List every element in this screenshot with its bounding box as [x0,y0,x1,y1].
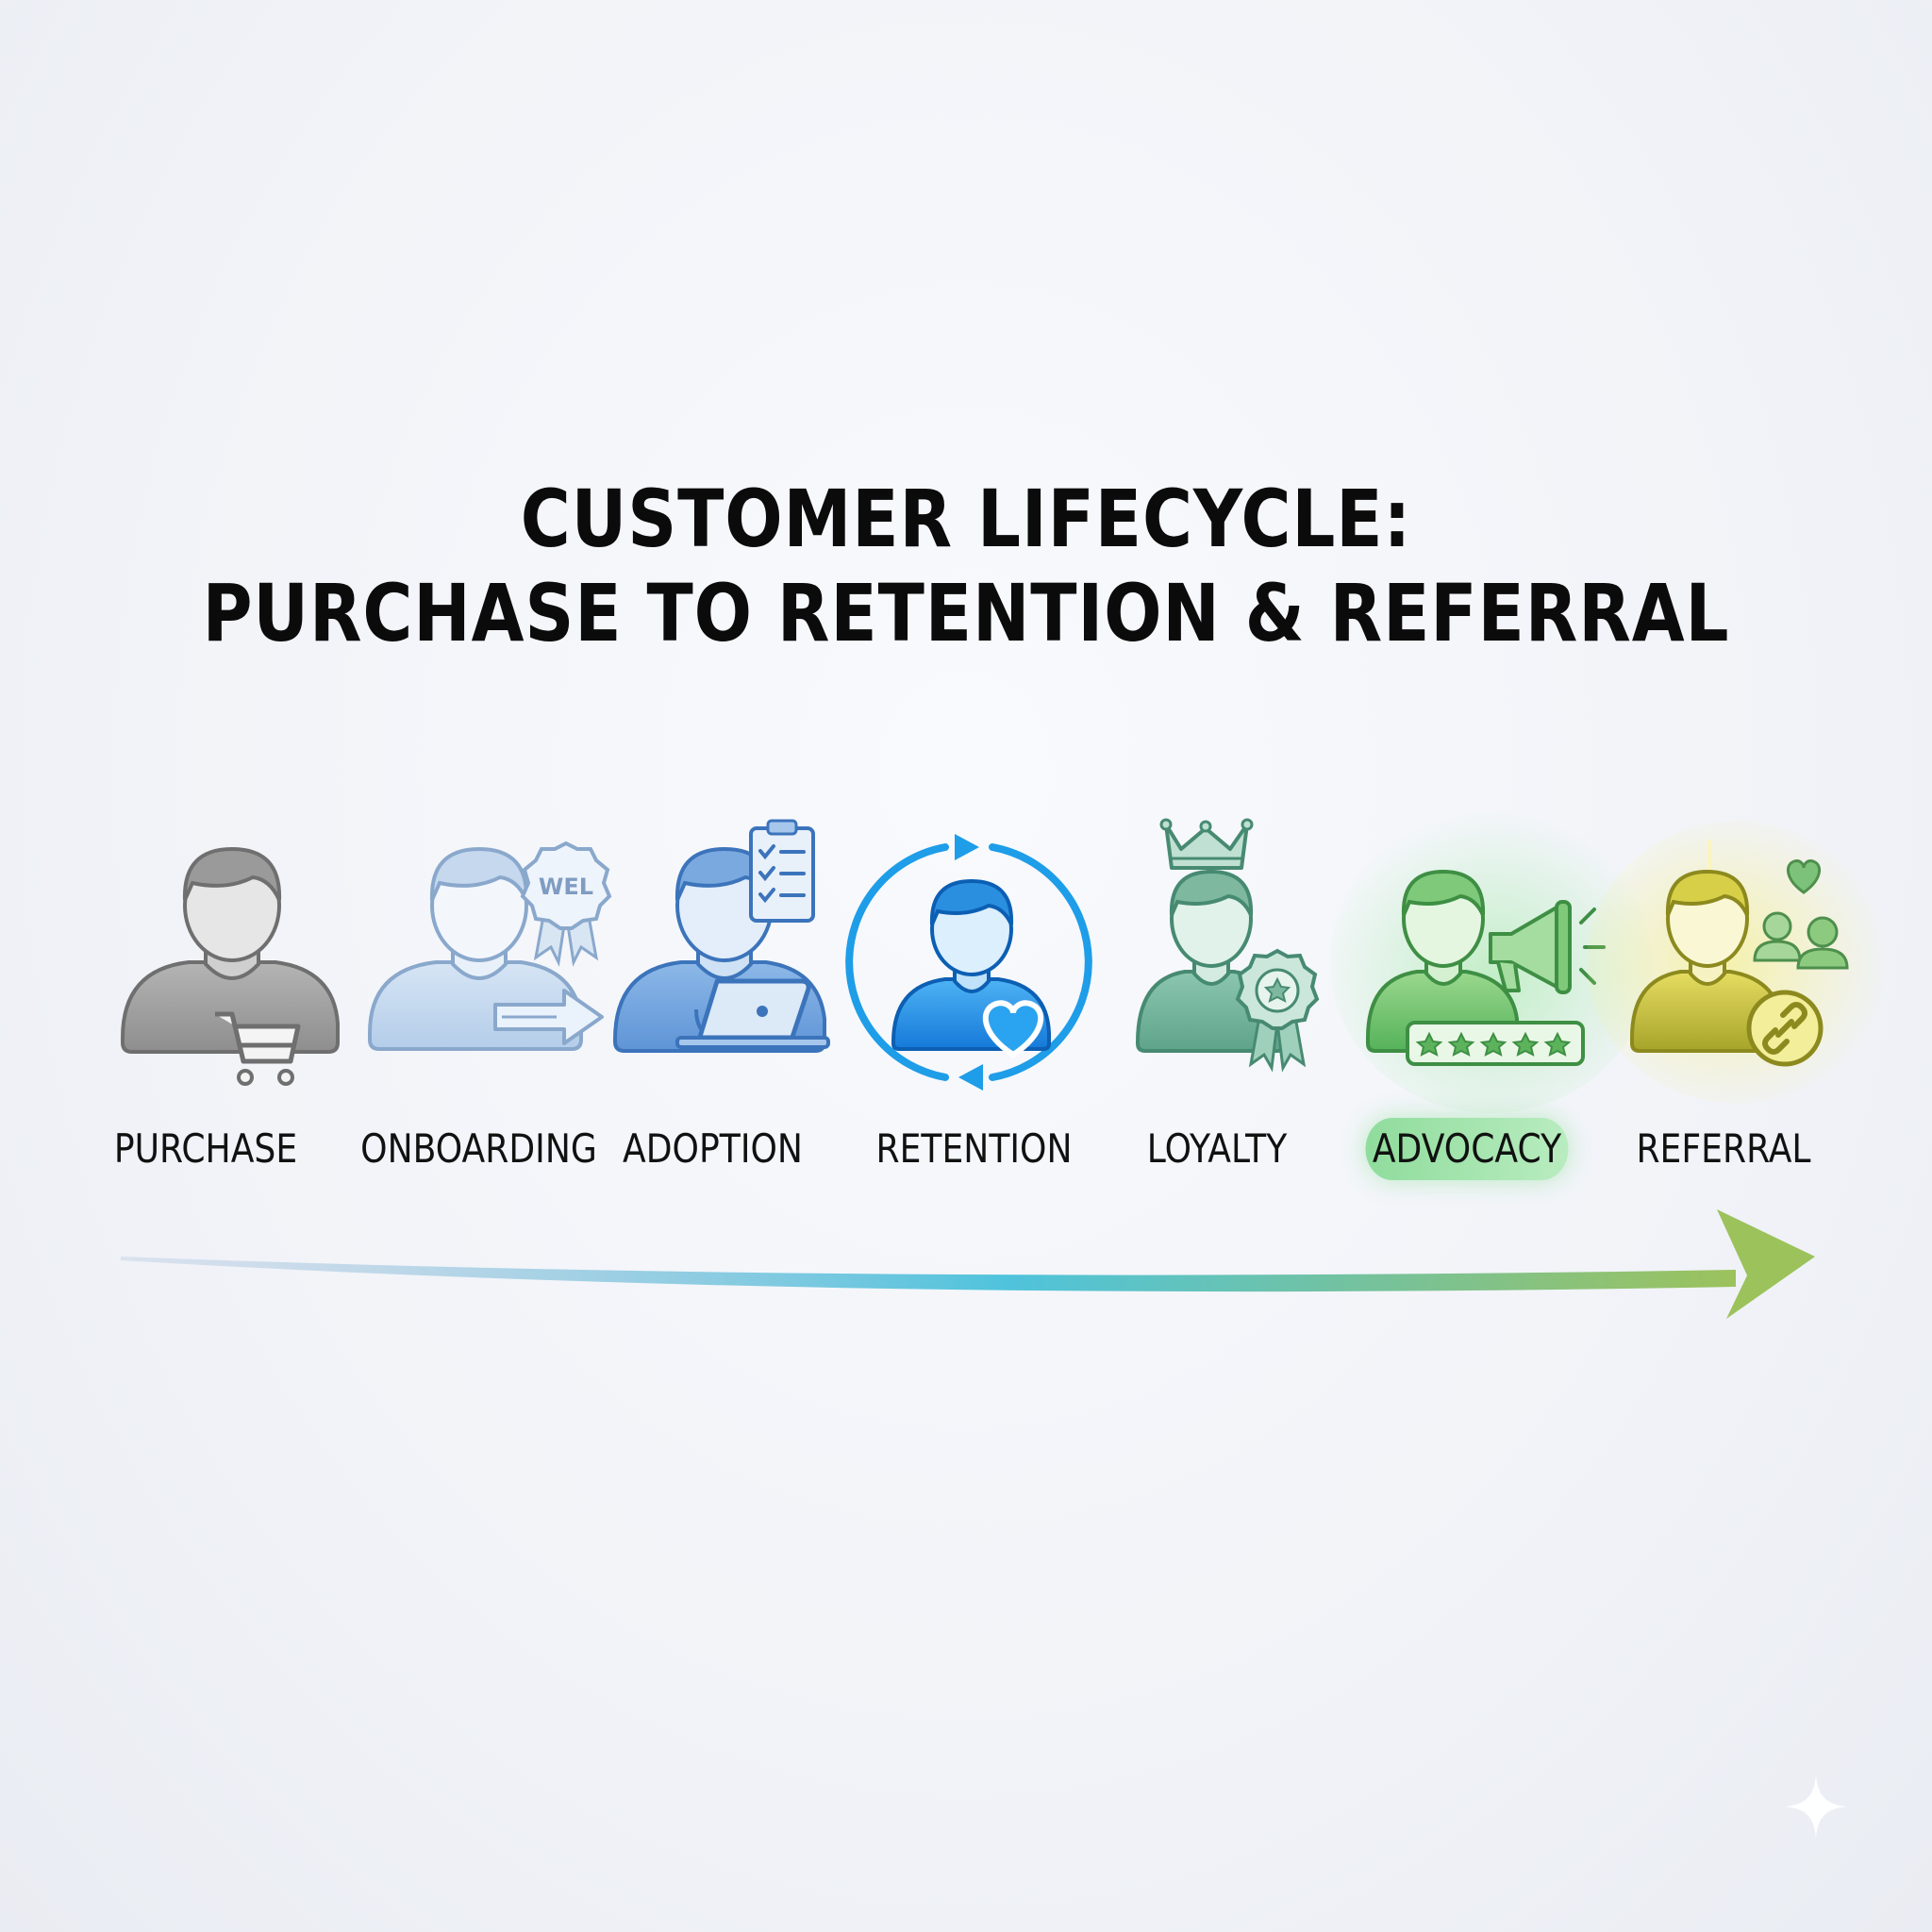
person-in-cycle-with-heart-icon [845,834,1092,1091]
stage-retention [841,821,1106,1094]
stage-label-purchase: PURCHASE [113,1125,298,1172]
title-line-1: CUSTOMER LIFECYCLE: [520,473,1412,565]
title-line-2: PURCHASE TO RETENTION & REFERRAL [202,567,1730,659]
stage-label-adoption: ADOPTION [623,1125,803,1172]
person-with-welcome-badge-icon: WEL [368,841,612,1051]
stage-onboarding: WEL [358,821,623,1094]
stage-label-referral: REFERRAL [1636,1125,1811,1172]
sparkle-icon [1785,1775,1847,1838]
stage-advocacy [1330,811,1651,1113]
stage-label-advocacy: ADVOCACY [1365,1118,1569,1180]
person-with-link-and-people-icon [1587,821,1889,1104]
stage-purchase [102,821,366,1094]
person-with-megaphone-and-rating-icon [1330,811,1651,1113]
stage-label-loyalty: LOYALTY [1146,1125,1288,1172]
stage-adoption [611,819,875,1094]
stage-referral [1587,821,1889,1104]
stage-loyalty [1128,818,1392,1094]
person-with-laptop-and-checklist-icon [613,819,830,1053]
lifecycle-progress-arrow [121,1209,1815,1319]
welcome-badge-text: WEL [539,874,593,900]
stage-label-onboarding: ONBOARDING [360,1125,597,1172]
person-with-crown-and-award-icon [1136,818,1320,1073]
stage-label-retention: RETENTION [875,1125,1073,1172]
person-with-cart-icon [121,846,340,1086]
